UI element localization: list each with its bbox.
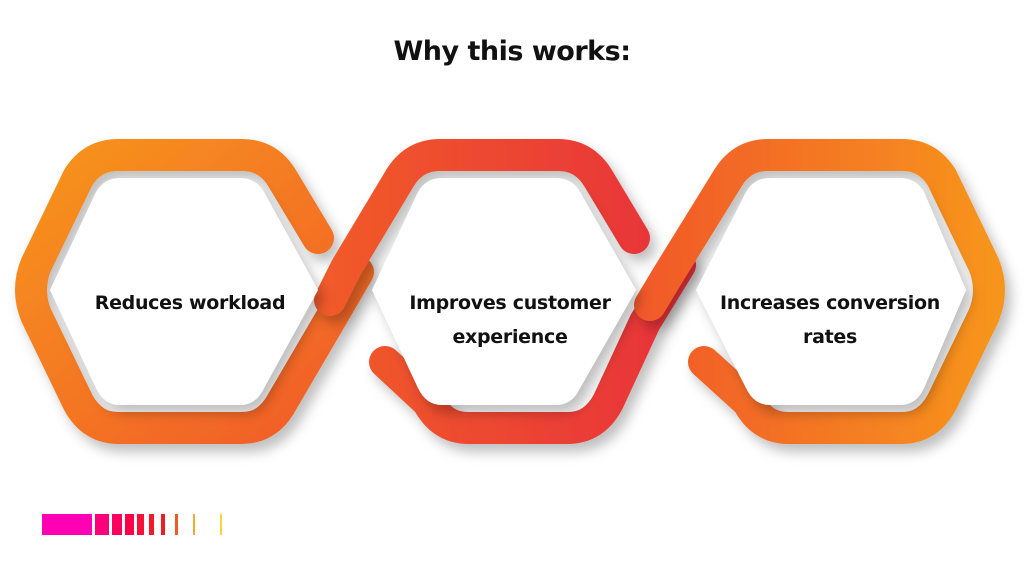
label-line-1: Increases conversion bbox=[720, 292, 940, 314]
deco-bar bbox=[95, 514, 109, 535]
hexagon-label-1: Reduces workload bbox=[60, 286, 320, 320]
deco-bar bbox=[161, 514, 165, 535]
deco-bar bbox=[193, 514, 195, 535]
hexagon-label-2: Improves customer experience bbox=[376, 286, 644, 354]
label-line-1: Reduces workload bbox=[94, 292, 286, 314]
hexagon-inner-3 bbox=[696, 178, 966, 405]
hexagon-label-3: Increases conversion rates bbox=[692, 286, 968, 354]
deco-bar bbox=[149, 514, 154, 535]
deco-bar bbox=[175, 514, 178, 535]
label-line-1: Improves customer bbox=[409, 292, 611, 314]
deco-bar bbox=[220, 514, 222, 535]
deco-bar bbox=[42, 514, 92, 535]
hexagon-inner-1 bbox=[50, 178, 318, 405]
label-line-2: experience bbox=[452, 326, 568, 348]
deco-bar bbox=[112, 514, 122, 535]
deco-bar bbox=[125, 514, 134, 535]
hexagon-inner-2 bbox=[372, 178, 636, 405]
label-line-2: rates bbox=[803, 326, 857, 348]
diagram-title: Why this works: bbox=[393, 36, 632, 67]
decorative-gradient-bars bbox=[42, 514, 225, 535]
deco-bar bbox=[137, 514, 144, 535]
hexagon-ring-3 bbox=[634, 139, 1005, 444]
hexagon-ring-1 bbox=[15, 139, 374, 444]
hexagon-ring-2 bbox=[314, 139, 696, 444]
